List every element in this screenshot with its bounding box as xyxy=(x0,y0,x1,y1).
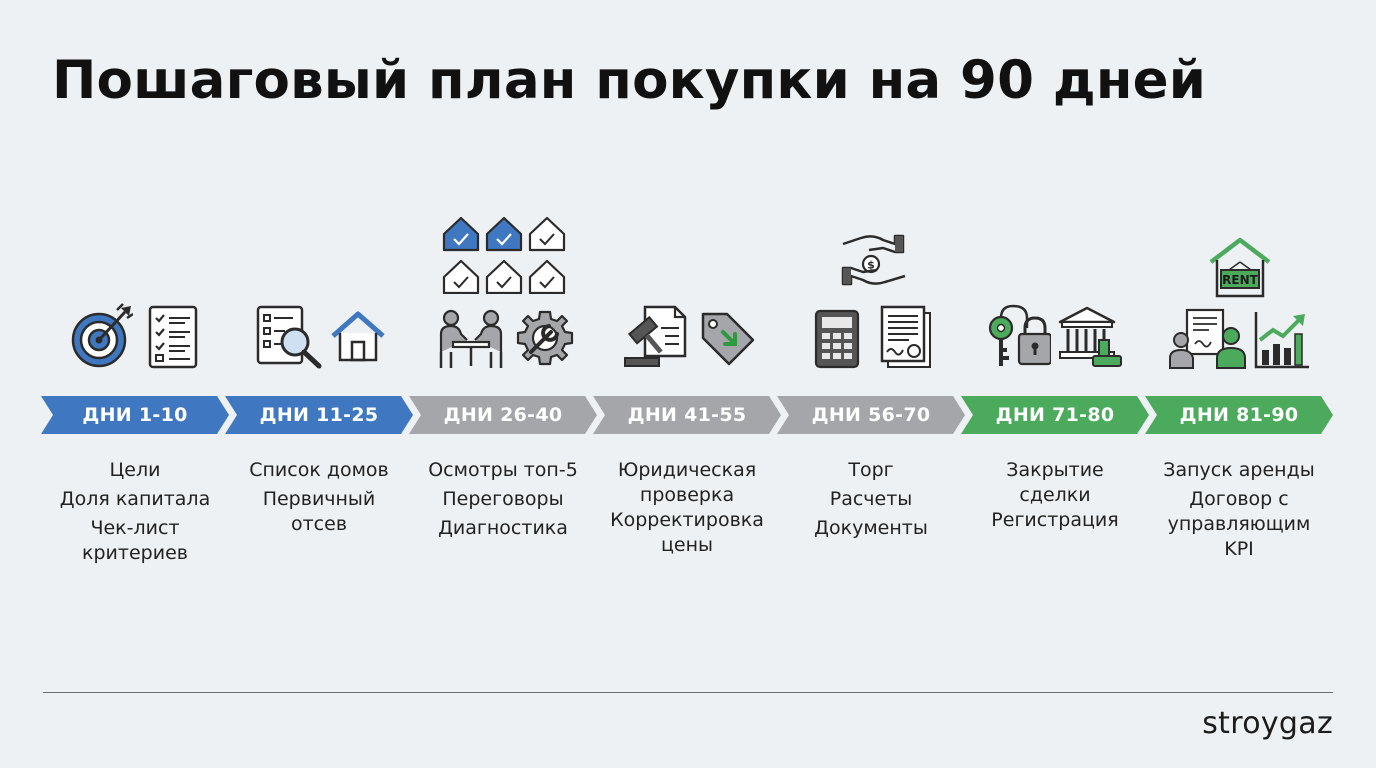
rent-sign: RENT xyxy=(1222,273,1258,287)
stage-3-tasks: Осмотры топ-5 Переговоры Диагностика xyxy=(411,458,595,545)
gear-wrench-icon xyxy=(516,310,574,366)
task-item: Корректировка цены xyxy=(610,509,764,556)
task-item: Список домов xyxy=(249,459,389,481)
task-item: Цели xyxy=(109,459,161,481)
checklist-icon xyxy=(148,305,198,369)
task-item: Диагностика xyxy=(438,517,568,539)
stage-2-label: ДНИ 11-25 xyxy=(259,404,379,426)
rent-house-icon: RENT xyxy=(1209,237,1271,298)
task-item: Запуск аренды xyxy=(1163,459,1315,481)
contract-icon xyxy=(880,305,931,368)
task-item: Осмотры топ-5 xyxy=(428,459,578,481)
task-item: Договор с управляющим xyxy=(1167,488,1311,535)
task-item: Доля капитала xyxy=(59,488,211,510)
stage-1-label: ДНИ 1-10 xyxy=(82,404,188,426)
target-icon xyxy=(71,303,133,368)
growth-chart-icon xyxy=(1254,312,1309,369)
stage-1-chevron xyxy=(41,396,229,434)
task-item: Расчеты xyxy=(829,488,913,510)
stage-5-tasks: Торг Расчеты Документы xyxy=(779,458,963,545)
task-item: Юридическая проверка xyxy=(617,459,757,506)
task-item: Чек-лист критериев xyxy=(82,517,188,564)
stage-4-tasks: Юридическая проверка Корректировка цены xyxy=(595,458,779,558)
stage-3-label: ДНИ 26-40 xyxy=(443,404,563,426)
task-item: Документы xyxy=(814,517,928,539)
svg-text:$: $ xyxy=(867,259,875,272)
task-item: Торг xyxy=(848,459,894,481)
key-lock-icon xyxy=(988,304,1051,366)
brand-logo: stroygaz xyxy=(1202,706,1333,741)
calculator-icon xyxy=(814,309,860,369)
stage-7-label: ДНИ 81-90 xyxy=(1179,404,1299,426)
task-item: Закрытие сделки xyxy=(1006,459,1104,506)
gavel-document-icon xyxy=(624,305,687,367)
stage-1-tasks: Цели Доля капитала Чек-лист критериев xyxy=(43,458,227,566)
price-tag-icon xyxy=(701,312,755,366)
task-item: KPI xyxy=(1224,538,1254,560)
stage-6-chevron xyxy=(961,396,1149,434)
page-title: Пошаговый план покупки на 90 дней xyxy=(52,50,1207,111)
manager-contract-icon xyxy=(1169,308,1246,369)
stage-2-tasks: Список домов Первичный отсев xyxy=(227,458,411,537)
houses-grid-icon xyxy=(442,216,566,294)
stage-5-chevron xyxy=(777,396,965,434)
meeting-icon xyxy=(439,309,503,368)
document-search-icon xyxy=(256,305,322,369)
stage-6-label: ДНИ 71-80 xyxy=(995,404,1115,426)
task-item: Регистрация xyxy=(991,509,1119,531)
stage-7-chevron xyxy=(1145,396,1333,434)
task-item: Переговоры xyxy=(442,488,564,510)
footer-divider xyxy=(43,692,1333,693)
stage-3-chevron xyxy=(409,396,597,434)
stage-6-tasks: Закрытие сделки Регистрация xyxy=(963,458,1147,537)
stage-4-chevron xyxy=(593,396,781,434)
stage-2-chevron xyxy=(225,396,413,434)
stage-7-tasks: Запуск аренды Договор с управляющим KPI xyxy=(1147,458,1331,566)
hand-coin-icon: $ xyxy=(841,234,906,286)
task-item: Первичный отсев xyxy=(262,488,376,535)
stage-4-label: ДНИ 41-55 xyxy=(627,404,747,426)
bank-stamp-icon xyxy=(1058,306,1122,367)
stage-5-label: ДНИ 56-70 xyxy=(811,404,931,426)
house-icon xyxy=(331,311,385,362)
